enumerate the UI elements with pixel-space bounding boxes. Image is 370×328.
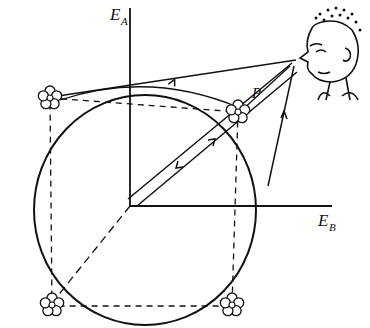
- axis-label: E: [110, 6, 120, 23]
- vector: [128, 63, 292, 199]
- axis: [129, 8, 131, 206]
- axis-subscript: B: [329, 222, 336, 233]
- vector: [268, 66, 294, 186]
- vector-label: P: [252, 86, 261, 101]
- arc: [60, 87, 240, 108]
- axis: [130, 205, 332, 207]
- hair-dots: [315, 7, 362, 32]
- axis-label: E: [318, 212, 328, 229]
- vector: [137, 72, 297, 206]
- dashed-line: [56, 206, 130, 298]
- circle: [34, 95, 256, 325]
- axis-subscript: A: [121, 16, 128, 27]
- observer: [300, 21, 358, 100]
- dashed-square: [50, 98, 238, 306]
